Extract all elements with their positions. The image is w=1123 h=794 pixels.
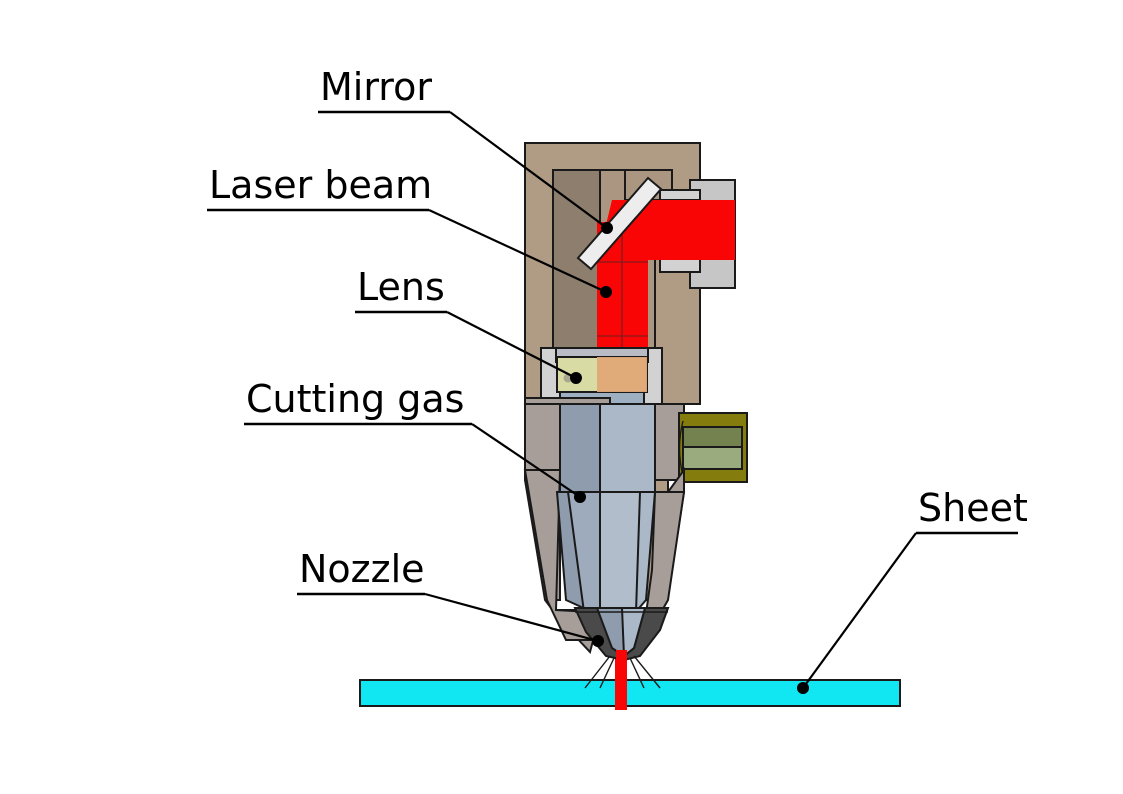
gas-spray-lines xyxy=(584,655,661,689)
entry-port-lip-bottom xyxy=(659,257,701,273)
nozzle-tip-bore-right xyxy=(620,607,647,659)
leader-line-mirror xyxy=(449,111,608,229)
leader-dot-nozzle xyxy=(592,635,604,647)
gas-jet-right-inner xyxy=(629,657,645,689)
label-laser-beam: Laser beam xyxy=(209,163,432,207)
leader-dot-lens xyxy=(570,372,582,384)
leader-line-cutting-gas xyxy=(471,423,581,498)
lens-illuminated-center xyxy=(597,357,647,392)
chamber-inner-right xyxy=(599,403,656,493)
chamber-inner-left xyxy=(556,403,601,493)
gas-inlet-fitting xyxy=(678,412,748,483)
fitting-bore-lower xyxy=(682,446,743,470)
leader-line-laser-beam xyxy=(428,209,607,293)
gas-jet-left-outer xyxy=(584,655,611,689)
sheet-plate xyxy=(359,679,901,707)
mirror-plate xyxy=(576,176,663,271)
label-nozzle: Nozzle xyxy=(299,547,425,591)
lens-assembly xyxy=(540,347,663,405)
beam-kerf-overlay xyxy=(616,650,627,708)
sheet-workpiece xyxy=(359,679,901,707)
leader-line-lens xyxy=(446,311,577,379)
leader-dot-cutting-gas xyxy=(574,491,586,503)
leader-line-nozzle xyxy=(424,592,599,643)
label-sheet: Sheet xyxy=(918,486,1028,530)
leader-dot-sheet xyxy=(797,682,809,694)
label-mirror: Mirror xyxy=(320,65,432,109)
gas-jet-right-outer xyxy=(633,655,661,689)
leader-dot-laser-beam xyxy=(600,286,612,298)
gas-jet-left-inner xyxy=(599,657,615,689)
entry-port-lip-top xyxy=(659,189,701,201)
leader-line-sheet xyxy=(802,532,917,689)
fitting-bore-upper xyxy=(682,426,743,448)
leader-lines-group xyxy=(207,110,1018,694)
nozzle-tip xyxy=(573,607,670,662)
cone-taper-right-face xyxy=(599,491,642,613)
leader-dot-mirror xyxy=(601,222,613,234)
label-lens: Lens xyxy=(357,265,445,309)
label-cutting-gas: Cutting gas xyxy=(246,377,464,421)
turning-mirror xyxy=(576,176,663,271)
